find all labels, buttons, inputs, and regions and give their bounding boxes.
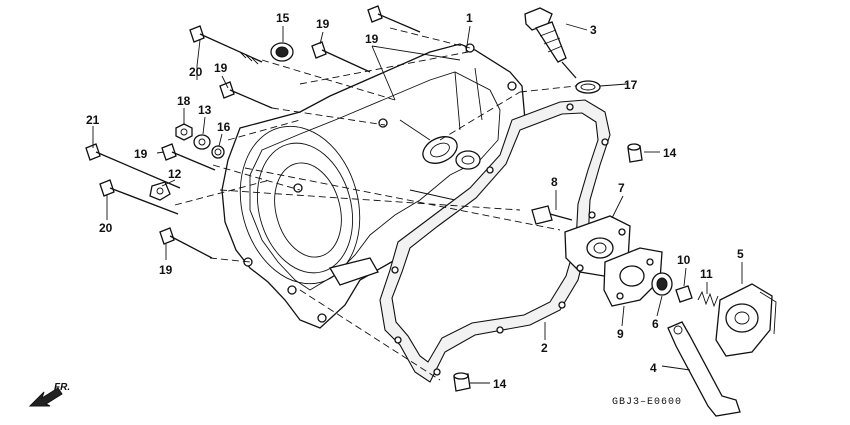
bolt-20-top	[189, 25, 263, 65]
callout-20-lower: 20	[99, 221, 113, 235]
callout-13: 13	[198, 103, 212, 117]
washer-13	[193, 134, 211, 150]
callout-14-lower: 14	[493, 377, 507, 391]
callout-3: 3	[590, 23, 597, 37]
bolt-19-upper	[311, 41, 371, 73]
front-arrow-icon	[28, 387, 63, 407]
bolt-19-top-long	[367, 5, 421, 33]
oil-seal-15	[270, 42, 294, 62]
o-ring-16	[211, 145, 225, 159]
callout-19-upper: 19	[316, 17, 330, 31]
drawing-code: GBJ3–E0600	[612, 397, 682, 408]
nut-18	[175, 123, 193, 141]
callout-1: 1	[466, 11, 473, 25]
callout-21: 21	[86, 113, 100, 127]
callout-19-mid: 19	[214, 61, 228, 75]
callout-12: 12	[168, 167, 182, 181]
callout-19-left: 19	[134, 147, 148, 161]
callout-6: 6	[652, 317, 659, 331]
kick-starter-pinion-5	[715, 283, 777, 357]
callout-17: 17	[624, 78, 638, 92]
collar-10	[675, 285, 693, 303]
assembly-lines	[174, 27, 586, 381]
dowel-pin-14-lower	[453, 372, 471, 392]
leader-lines	[92, 23, 743, 384]
bolt-19-bottom	[159, 227, 213, 259]
callout-4: 4	[650, 361, 657, 375]
oil-seal-6	[651, 272, 673, 296]
dowel-pin-14-upper	[627, 143, 643, 163]
bolt-19-mid	[219, 81, 273, 109]
callout-10: 10	[677, 253, 691, 267]
callout-11: 11	[700, 267, 713, 281]
clamp-12	[149, 181, 171, 201]
callout-16: 16	[217, 120, 231, 134]
callout-8: 8	[551, 175, 558, 189]
oil-pump-rotor-9	[603, 247, 663, 307]
bolt-19-left	[161, 143, 216, 171]
callout-18: 18	[177, 94, 191, 108]
callout-7: 7	[618, 181, 625, 195]
callout-14-upper: 14	[663, 146, 677, 160]
right-crankcase-cover	[221, 43, 526, 329]
callout-labels: 1 2 3 4 5 6 7 8 9 10 11 12 13 14 14 15 1…	[86, 11, 744, 391]
callout-2: 2	[541, 341, 548, 355]
callout-9: 9	[617, 327, 624, 341]
callout-15: 15	[276, 11, 290, 25]
cover-gasket	[379, 99, 611, 383]
kick-starter-arm-4	[667, 321, 741, 417]
bolt-20-lower	[99, 179, 179, 215]
callout-20-upper: 20	[189, 65, 203, 79]
oil-filler-cap-3	[524, 7, 577, 79]
spring-11	[697, 290, 719, 308]
front-label: FR.	[54, 382, 70, 393]
callout-19-bottom: 19	[159, 263, 173, 277]
o-ring-17	[575, 80, 601, 94]
pivot-bolt-8	[531, 205, 573, 225]
front-direction-indicator: FR.	[28, 382, 70, 407]
callout-19-center: 19	[365, 32, 379, 46]
callout-5: 5	[737, 247, 744, 261]
